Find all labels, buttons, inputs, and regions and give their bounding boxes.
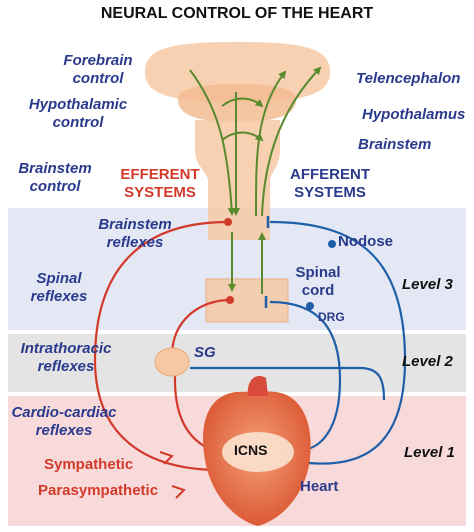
- hypothalamic-loop: [221, 97, 264, 108]
- icns-label: ICNS: [234, 442, 268, 458]
- level2-label: Level 2: [402, 353, 453, 370]
- spinal-cord-label: Spinal cord: [288, 264, 348, 300]
- spinal-reflexes-line2: reflexes: [30, 288, 88, 305]
- efferent-line1: EFFERENT: [120, 166, 200, 183]
- parasympathetic-label: Parasympathetic: [38, 482, 159, 499]
- level1-label: Level 1: [404, 444, 455, 461]
- spinal-reflexes-label: Spinal reflexes: [14, 270, 104, 306]
- brainstem-efferent-node: [224, 218, 232, 226]
- cardio-line1: Cardio-cardiac: [11, 404, 117, 421]
- brainstem-label: Brainstem: [358, 136, 432, 153]
- forebrain-line2: control: [72, 70, 124, 87]
- hypothalamus-label: Hypothalamus: [362, 106, 466, 123]
- parasympathetic-efferent: [93, 220, 229, 472]
- hypothalamic-control-label: Hypothalamic control: [8, 96, 148, 132]
- brainstem-loop: [221, 131, 264, 142]
- sg-ganglion: [154, 347, 190, 377]
- heart-illustration: [203, 376, 311, 526]
- nodose-label: Nodose: [338, 233, 394, 250]
- afferent-line2: SYSTEMS: [294, 184, 366, 201]
- spinal-reflexes-line1: Spinal: [36, 270, 82, 287]
- spinal-efferent-node: [226, 296, 234, 304]
- spinal-cord-line1: Spinal: [295, 264, 341, 281]
- sg-label: SG: [194, 344, 216, 361]
- brainstem-control-line2: control: [29, 178, 81, 195]
- brainstem-control-line1: Brainstem: [18, 160, 92, 177]
- brainstem-reflexes-line1: Brainstem: [98, 216, 172, 233]
- nodose-afferent: [269, 220, 407, 465]
- brainstem-control-label: Brainstem control: [0, 160, 110, 196]
- sympathetic-label: Sympathetic: [44, 456, 134, 473]
- drg-dot: [306, 302, 314, 310]
- heart-label: Heart: [300, 478, 339, 495]
- afferent-line1: AFFERENT: [290, 166, 370, 183]
- drg-afferent: [269, 300, 342, 452]
- forebrain-line1: Forebrain: [63, 52, 133, 69]
- efferent-systems-label: EFFERENT SYSTEMS: [110, 166, 210, 202]
- hypothalamic-line2: control: [52, 114, 104, 131]
- aorta: [247, 376, 268, 396]
- sympathetic-marker: [159, 451, 174, 465]
- telencephalon-label: Telencephalon: [356, 70, 461, 87]
- nodose-ganglion-dot: [328, 240, 336, 248]
- cardio-line2: reflexes: [35, 422, 93, 439]
- icns-plexus: [222, 432, 294, 472]
- descending-path-left: [189, 69, 236, 216]
- spinal-efferent: [170, 298, 231, 357]
- efferent-line2: SYSTEMS: [124, 184, 196, 201]
- intrathoracic-reflexes-label: Intrathoracic reflexes: [6, 340, 126, 376]
- afferent-systems-label: AFFERENT SYSTEMS: [280, 166, 380, 202]
- drg-label: DRG: [318, 310, 345, 324]
- intrathoracic-line2: reflexes: [37, 358, 95, 375]
- brainstem-reflexes-line2: reflexes: [106, 234, 164, 251]
- cardio-cardiac-reflexes-label: Cardio-cardiac reflexes: [4, 404, 124, 440]
- telencephalon-shape: [145, 42, 330, 102]
- hypothalamic-line1: Hypothalamic: [28, 96, 128, 113]
- ascending-path-right: [261, 66, 322, 217]
- forebrain-control-label: Forebrain control: [38, 52, 158, 88]
- level3-label: Level 3: [402, 276, 453, 293]
- intrathoracic-line1: Intrathoracic: [20, 340, 112, 357]
- parasympathetic-marker: [171, 485, 186, 499]
- level2-band: [8, 334, 466, 392]
- spinal-cord-line2: cord: [301, 282, 335, 299]
- central-pathways: [189, 66, 322, 294]
- sg-afferent: [190, 366, 386, 401]
- brainstem-reflexes-label: Brainstem reflexes: [80, 216, 190, 252]
- diagram-title: NEURAL CONTROL OF THE HEART: [100, 5, 374, 22]
